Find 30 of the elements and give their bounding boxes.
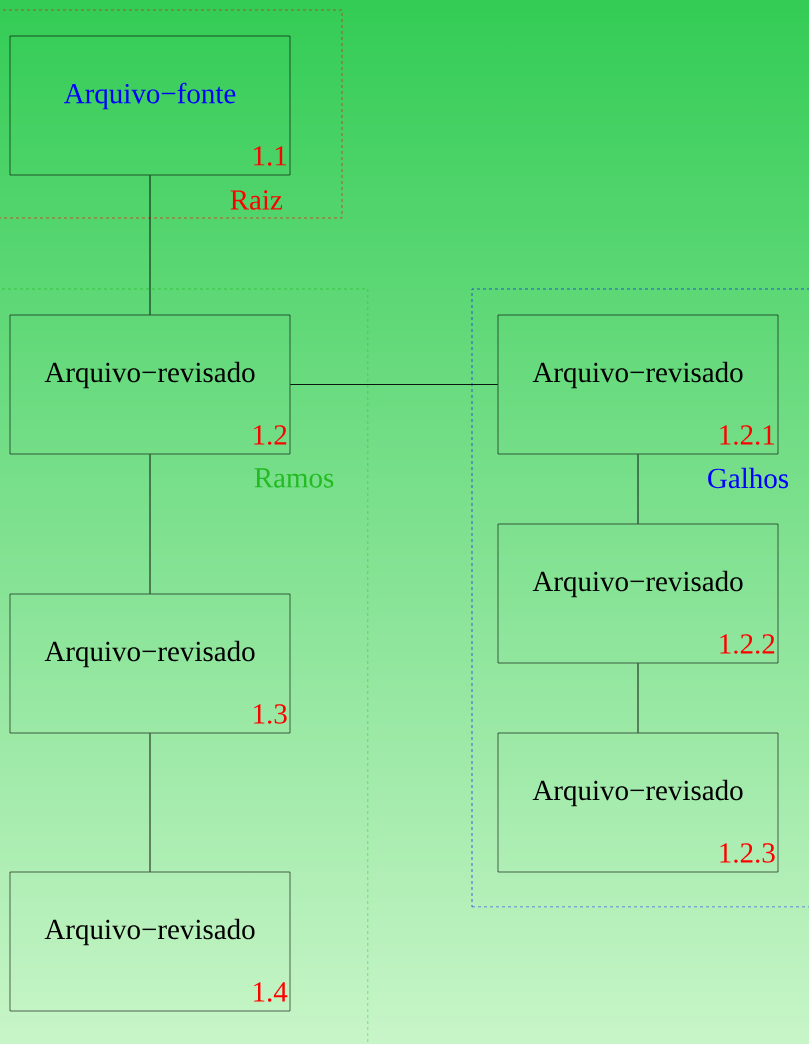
file-box [9, 314, 291, 455]
file-box [9, 871, 291, 1012]
connector-line [289, 384, 499, 385]
file-box [9, 593, 291, 734]
version-number: 1.2 [254, 425, 287, 445]
file-name: Arquivo−revisado [44, 640, 255, 668]
file-name: Arquivo−revisado [532, 570, 743, 598]
file-box [9, 35, 291, 176]
file-name: Arquivo−revisado [44, 918, 255, 946]
version-number: 1.2.1 [720, 425, 775, 445]
file-box [497, 732, 779, 873]
region-label: Galhos [708, 467, 789, 489]
version-number: 1.2.3 [720, 843, 775, 863]
file-name: Arquivo−revisado [44, 361, 255, 389]
file-name: Arquivo−fonte [64, 82, 236, 110]
connector-line [149, 174, 151, 316]
file-box [497, 314, 779, 455]
file-box [497, 523, 779, 664]
region-label: Raiz [230, 190, 282, 210]
file-name: Arquivo−revisado [532, 361, 743, 389]
connector-line [149, 732, 151, 873]
version-number: 1.1 [254, 146, 287, 166]
connector-line [149, 453, 151, 595]
region-label: Ramos [254, 468, 334, 488]
file-name: Arquivo−revisado [532, 779, 743, 807]
version-number: 1.3 [254, 704, 287, 724]
version-number: 1.2.2 [720, 634, 775, 654]
connector-line [637, 662, 639, 734]
version-number: 1.4 [254, 982, 288, 1002]
connector-line [637, 453, 639, 525]
